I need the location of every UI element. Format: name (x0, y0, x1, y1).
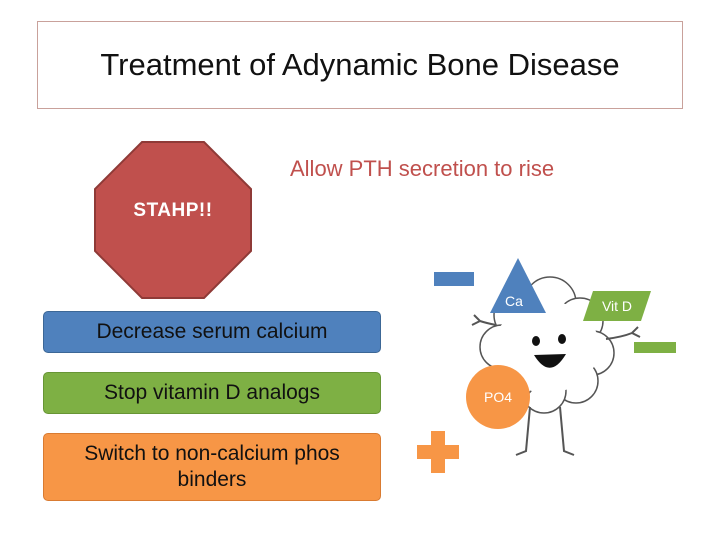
minus-sign-green-icon (634, 342, 676, 353)
action-switch-phos-binders: Switch to non-calcium phos binders (43, 433, 381, 501)
minus-sign-icon (434, 272, 474, 286)
title-box: Treatment of Adynamic Bone Disease (37, 21, 683, 109)
action-label: Decrease serum calcium (96, 319, 328, 343)
action-label: Stop vitamin D analogs (104, 380, 320, 404)
phosphate-label: PO4 (484, 389, 512, 405)
calcium-triangle-icon (490, 258, 546, 313)
action-decrease-serum-calcium: Decrease serum calcium (43, 311, 381, 353)
vitamin-d-label: Vit D (602, 298, 632, 314)
subtitle: Allow PTH secretion to rise (290, 156, 555, 181)
phosphate-circle-icon (466, 365, 530, 429)
action-stop-vitamin-d: Stop vitamin D analogs (43, 372, 381, 414)
action-label: Switch to non-calcium phos binders (84, 441, 340, 491)
cloud-legs (515, 406, 575, 456)
plus-sign-icon (417, 431, 459, 473)
parathyroid-cartoon-illustration: Ca Vit D PO4 (417, 258, 676, 473)
vitamin-d-parallelogram-icon (583, 291, 651, 321)
cloud-face (532, 334, 566, 368)
slide-title: Treatment of Adynamic Bone Disease (100, 47, 620, 82)
cloud-arms (471, 314, 641, 340)
calcium-label: Ca (505, 293, 523, 309)
stop-sign-label: STAHP!! (133, 200, 213, 221)
stop-sign-icon (94, 141, 252, 299)
